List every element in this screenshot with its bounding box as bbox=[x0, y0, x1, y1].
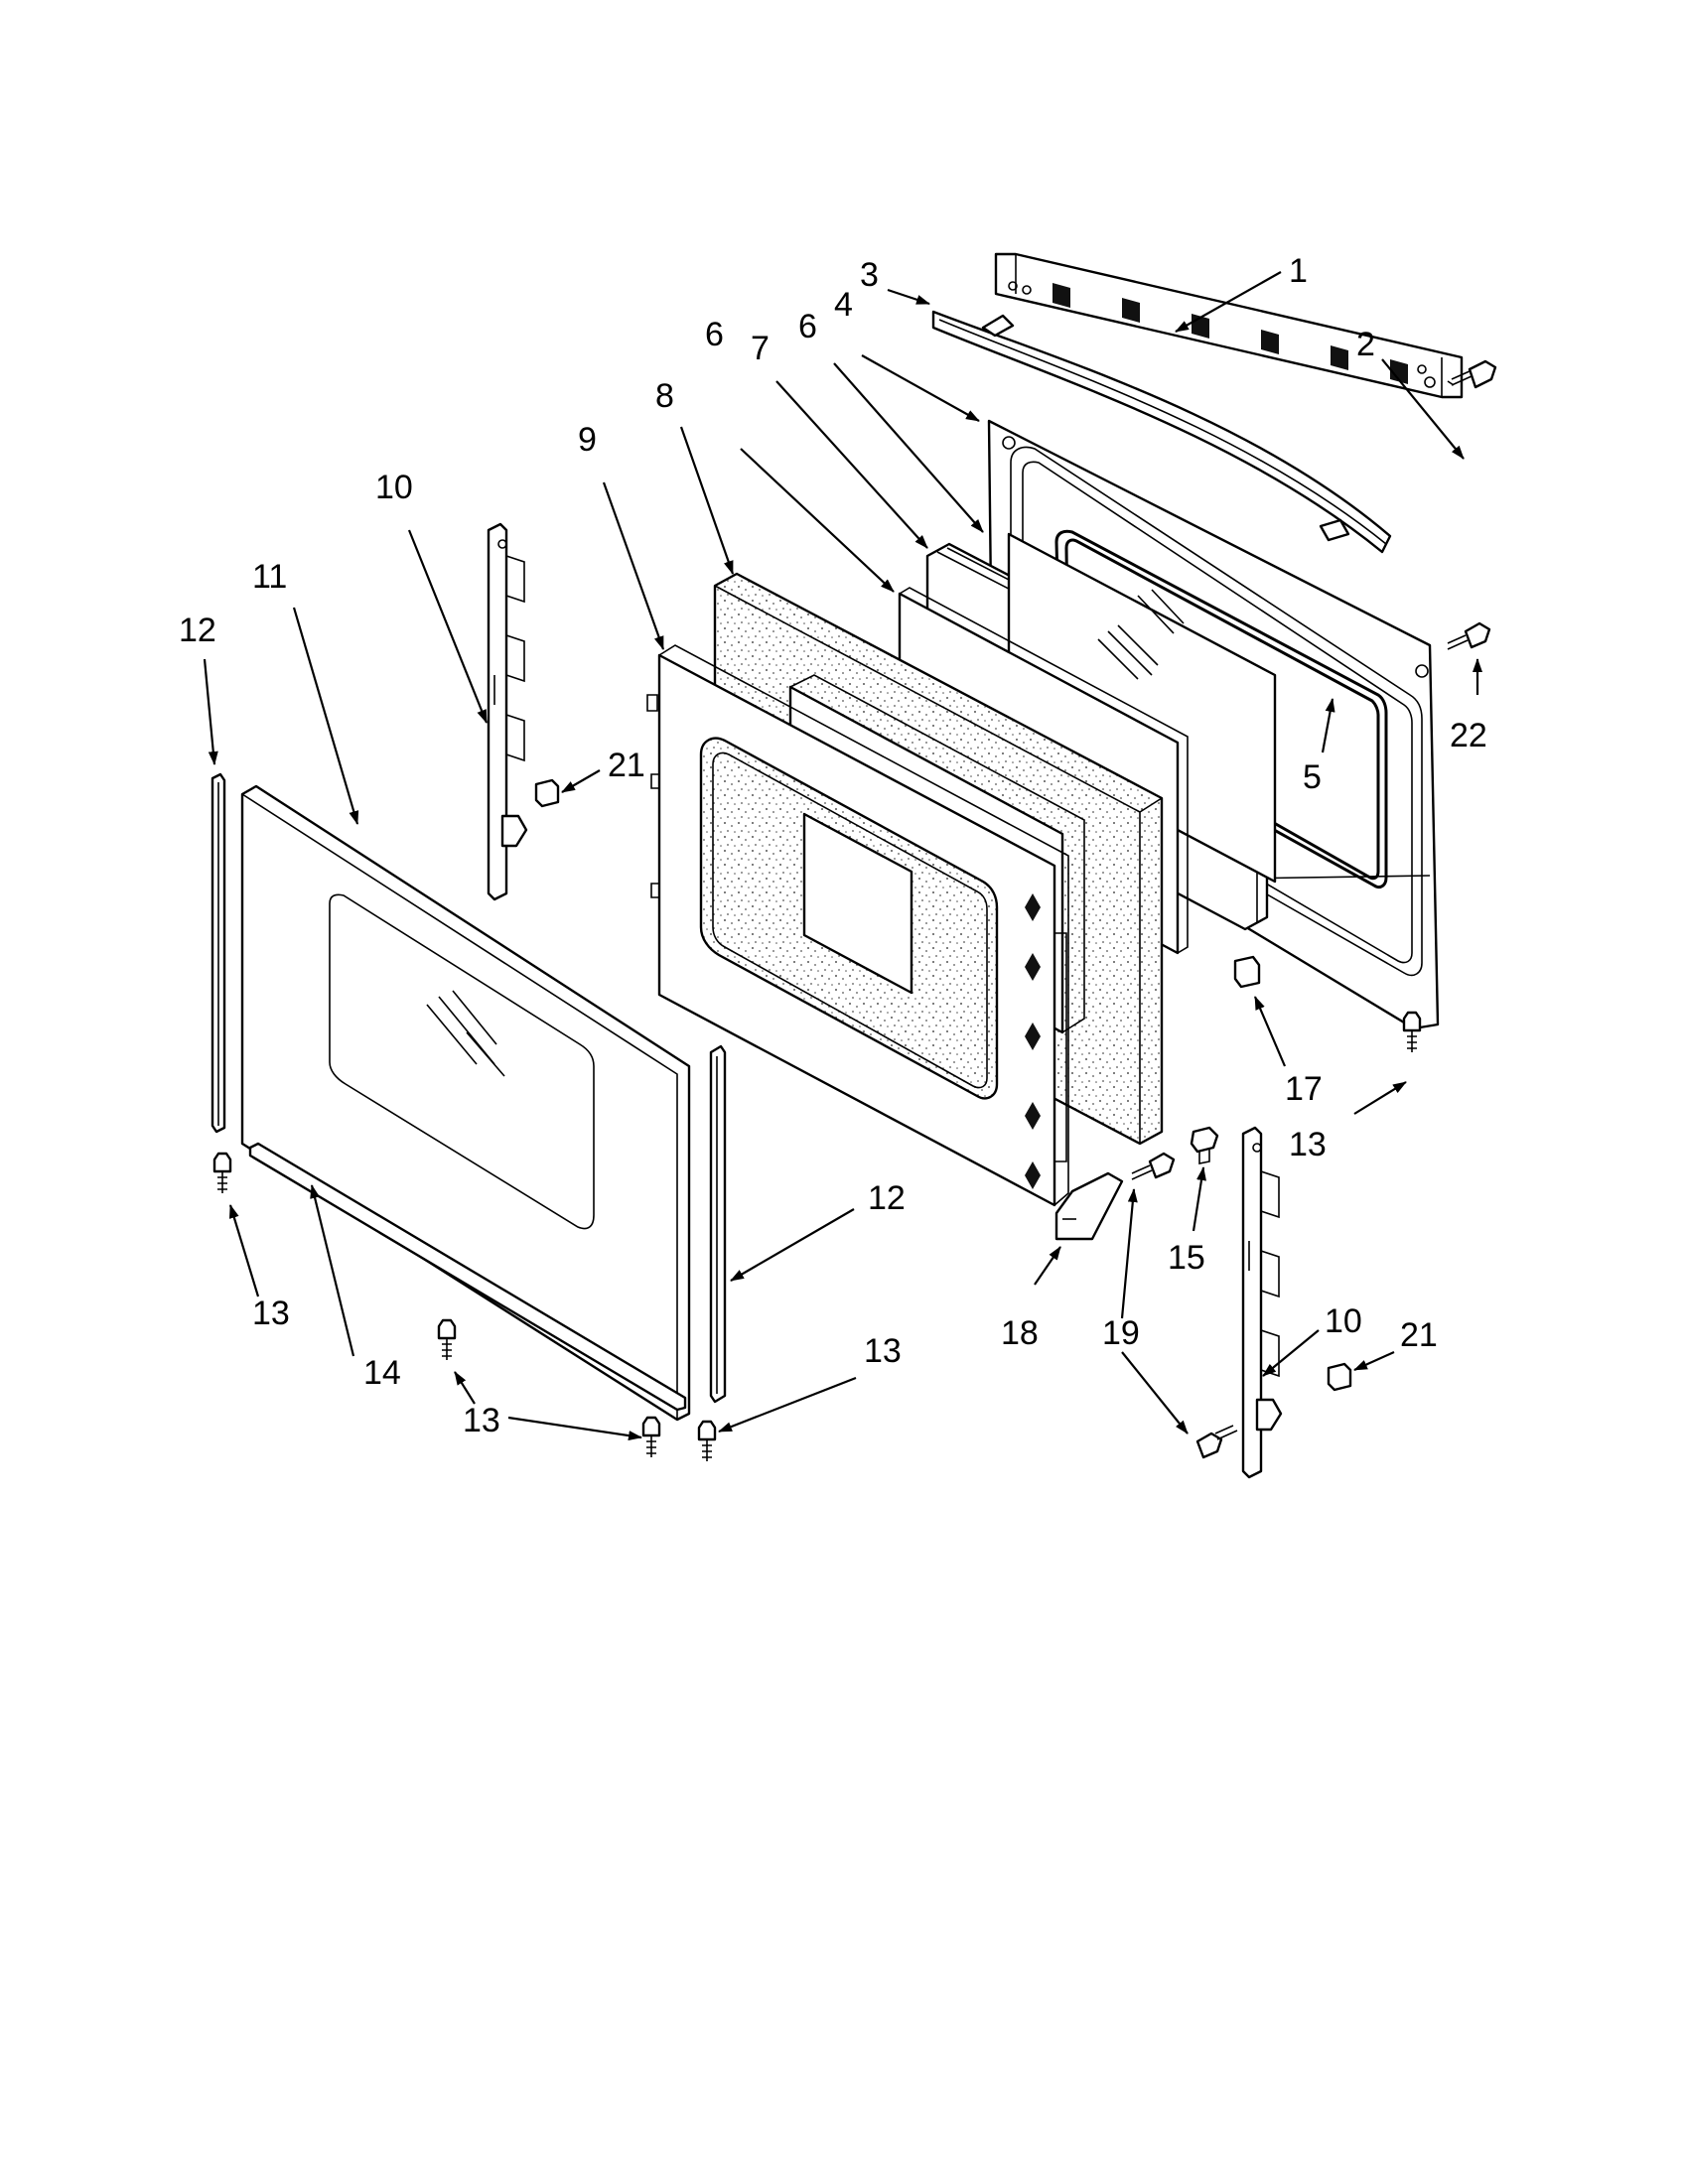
callout-11: 11 bbox=[252, 558, 287, 596]
callout-10-lower: 10 bbox=[1325, 1302, 1362, 1340]
callout-15: 15 bbox=[1168, 1239, 1205, 1277]
side-trim-left-part bbox=[210, 772, 226, 1134]
callout-2: 2 bbox=[1356, 326, 1375, 363]
callout-13-left: 13 bbox=[252, 1295, 290, 1332]
callout-19: 19 bbox=[1102, 1314, 1140, 1352]
callout-14: 14 bbox=[363, 1354, 401, 1392]
callout-13-bottom-left: 13 bbox=[463, 1402, 500, 1439]
callout-5: 5 bbox=[1303, 758, 1322, 796]
clip-21-lower-part bbox=[1327, 1362, 1352, 1392]
callout-labels: 1 2 3 6 4 7 6 8 9 10 11 12 21 22 5 17 13… bbox=[179, 252, 1487, 1439]
callout-8: 8 bbox=[655, 377, 674, 415]
callout-21-upper: 21 bbox=[608, 747, 645, 784]
clip-21-upper-part bbox=[534, 778, 560, 808]
callout-17: 17 bbox=[1285, 1070, 1323, 1108]
callout-1: 1 bbox=[1289, 252, 1308, 290]
door-liner-part bbox=[646, 644, 1069, 1207]
callout-3: 3 bbox=[860, 256, 879, 294]
side-trim-right-part bbox=[709, 1044, 727, 1404]
hinge-left-part bbox=[487, 522, 528, 901]
callout-18: 18 bbox=[1001, 1314, 1039, 1352]
callout-10-upper: 10 bbox=[375, 469, 413, 506]
bumper-15-part bbox=[1190, 1126, 1219, 1164]
callout-4: 4 bbox=[834, 286, 853, 324]
door-handle-part bbox=[931, 310, 1392, 554]
callout-9: 9 bbox=[578, 421, 597, 459]
hinge-right-part bbox=[1241, 1126, 1283, 1479]
outer-door-panel-part bbox=[240, 784, 691, 1422]
screw-19-lower-part bbox=[1195, 1425, 1238, 1459]
vent-trim-part bbox=[994, 252, 1464, 399]
screw-19-upper-part bbox=[1131, 1152, 1176, 1180]
callout-12-left: 12 bbox=[179, 612, 216, 649]
clip-17-part bbox=[1233, 955, 1261, 989]
screw-part bbox=[1447, 359, 1497, 389]
screw-22-part bbox=[1447, 621, 1491, 650]
callout-6-lower: 6 bbox=[705, 316, 724, 353]
callout-22: 22 bbox=[1450, 717, 1487, 754]
bracket-18-part bbox=[1054, 1171, 1124, 1241]
callout-12-right: 12 bbox=[868, 1179, 906, 1217]
bottom-trim-part bbox=[248, 1142, 687, 1412]
callout-7: 7 bbox=[751, 330, 770, 367]
callout-13-right: 13 bbox=[1289, 1126, 1327, 1163]
callout-13-bottom-right: 13 bbox=[864, 1332, 902, 1370]
leader-lines bbox=[203, 271, 1482, 1441]
callout-21-lower: 21 bbox=[1400, 1316, 1438, 1354]
callout-6-upper: 6 bbox=[798, 308, 817, 345]
screw-13-parts bbox=[212, 1011, 1422, 1461]
